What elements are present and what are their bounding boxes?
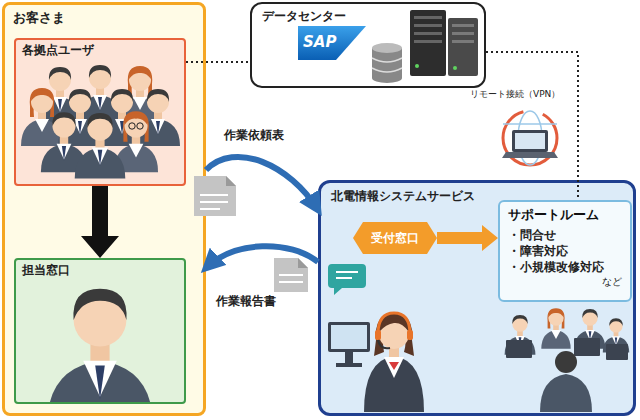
operator [378, 340, 390, 348]
box-title: 担当窓口 [22, 262, 70, 278]
operator [328, 264, 424, 412]
operator [374, 312, 414, 356]
server-icons [414, 32, 442, 35]
document-icon [298, 258, 308, 268]
support-team [606, 344, 628, 360]
operator [379, 319, 409, 349]
document-icon [226, 176, 236, 186]
server-icons [414, 16, 442, 19]
vpn-icon [502, 111, 558, 165]
support-item: ・問合せ [508, 227, 556, 243]
support-team [505, 308, 630, 412]
region-title: お客さま [13, 9, 65, 27]
operator [364, 356, 424, 412]
vpn-icon [515, 133, 545, 149]
server-icons [372, 10, 478, 83]
operator [389, 362, 399, 370]
document-icon [200, 201, 228, 203]
sap-logo [298, 26, 366, 60]
contact-person [47, 289, 153, 402]
hexagon-shape [353, 222, 437, 254]
network-line [486, 52, 578, 200]
document-icon [194, 176, 236, 216]
operator [328, 264, 366, 295]
edge-label: 作業依頼表 [222, 128, 286, 142]
network-line [186, 61, 250, 63]
server-icons [414, 24, 442, 27]
vpn-icon [503, 111, 557, 165]
vpn-icon [503, 123, 557, 125]
provider-region: 北電情報システムサービス受付窓口 サポートルーム・問合せ・障害対応・小規模改修対応… [318, 180, 636, 416]
server-icons [372, 43, 402, 53]
operator [345, 352, 353, 364]
support-team [555, 351, 577, 373]
server-icons [372, 73, 402, 83]
operator [384, 357, 404, 378]
document-icon [194, 176, 236, 216]
server-icons [410, 10, 446, 76]
operator [336, 271, 358, 273]
user-group [137, 123, 143, 129]
reception-text: 受付窓口 [371, 230, 419, 246]
edge-label: 作業報告書 [214, 294, 278, 308]
document-icon [279, 281, 303, 283]
logo-text: SAP [303, 33, 336, 51]
flow-arrow [437, 225, 498, 251]
user-group [21, 65, 180, 179]
server-icons [452, 24, 474, 27]
server-icons [453, 66, 457, 70]
vpn-icon [502, 152, 558, 158]
operator [379, 318, 409, 332]
server-icons [414, 40, 442, 43]
server-icons [448, 18, 478, 76]
vpn-icon [512, 130, 548, 152]
document-icon [200, 208, 220, 210]
document-icon [279, 274, 303, 276]
server-icons [372, 58, 402, 62]
request-arrow [206, 157, 318, 210]
document-icon [274, 258, 308, 292]
box-title: 北電情報システムサービス [331, 188, 475, 204]
operator [375, 330, 381, 340]
report-arrow [206, 246, 318, 268]
server-icons [415, 64, 419, 68]
operator [378, 313, 410, 334]
sap-logo [298, 26, 366, 60]
operator [336, 363, 362, 367]
support-team [540, 374, 592, 412]
document-icon [274, 258, 308, 292]
box-title: データセンター [262, 8, 346, 24]
server-icons [452, 32, 474, 35]
operator [331, 325, 367, 349]
contact-person [47, 289, 153, 402]
support-note: など [602, 275, 622, 289]
support-team [574, 338, 600, 356]
support-room-box: サポートルーム・問合せ・障害対応・小規模改修対応など [498, 200, 632, 302]
connection-label: リモート接続（VPN） [470, 89, 560, 100]
user-group [129, 123, 135, 129]
operator [407, 330, 413, 340]
support-item: ・障害対応 [508, 243, 568, 259]
user-group [75, 113, 126, 179]
server-icons [372, 68, 402, 72]
document-icon [200, 194, 228, 196]
support-team [541, 308, 570, 349]
support-team [506, 340, 532, 358]
support-title: サポートルーム [508, 206, 599, 224]
server-icons [452, 40, 474, 43]
box-title: 各拠点ユーザ [22, 42, 94, 58]
operator [336, 277, 352, 279]
reception-hexagon: 受付窓口 [353, 222, 437, 254]
operator [328, 322, 370, 352]
support-item: ・小規模改修対応 [508, 259, 604, 275]
flow-arrow [81, 186, 119, 258]
